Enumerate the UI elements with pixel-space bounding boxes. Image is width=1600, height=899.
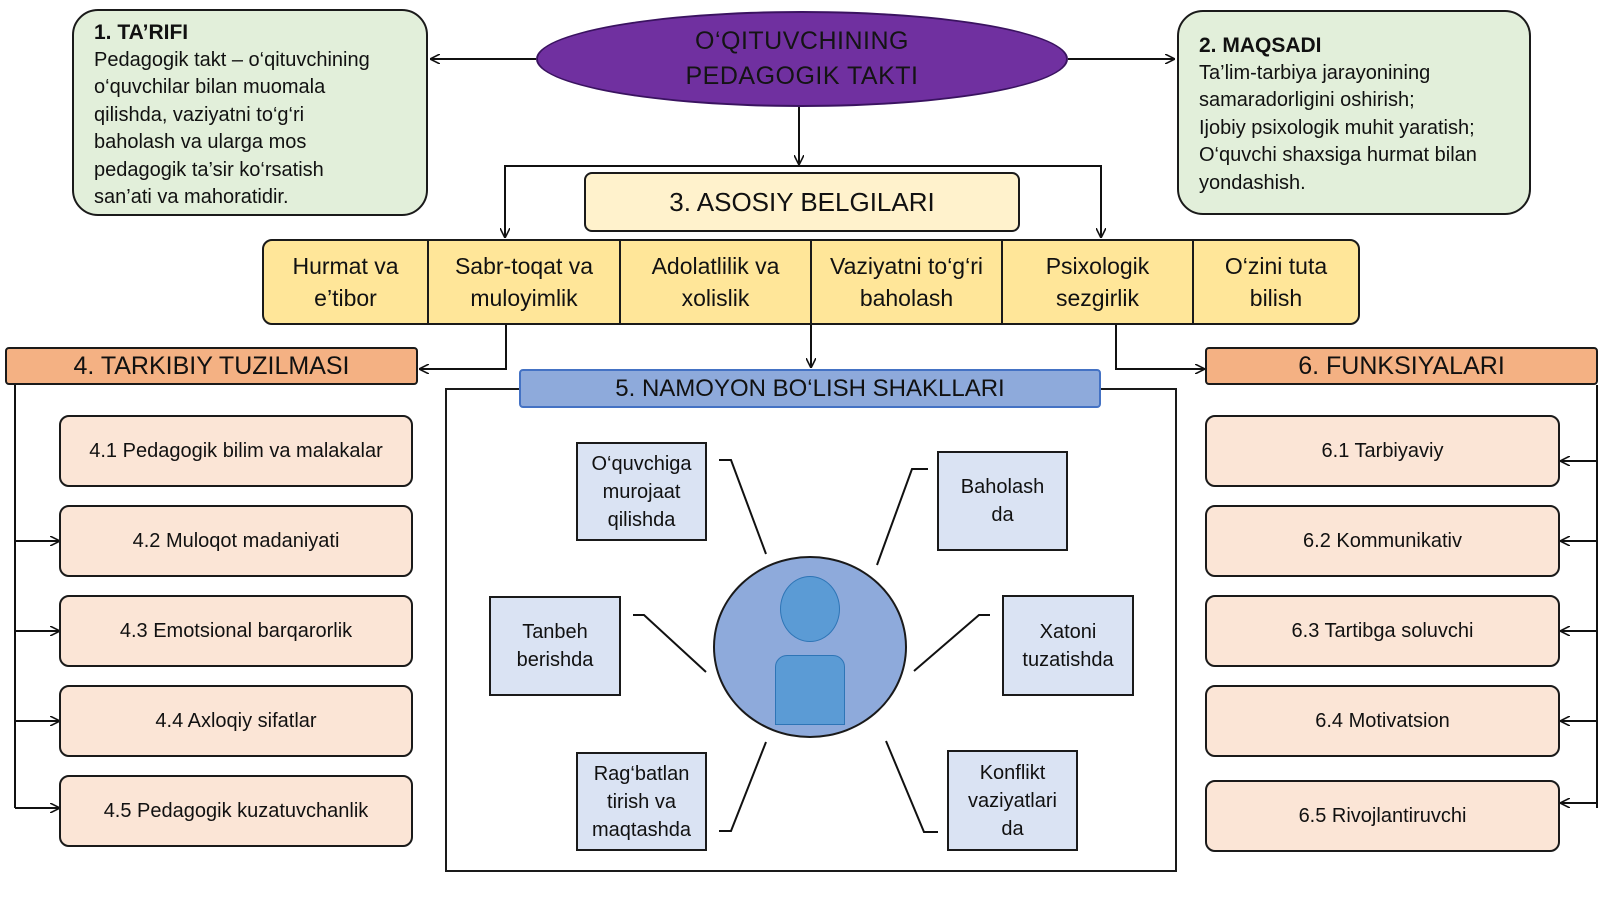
form-line: Xatoni — [1039, 620, 1097, 643]
form-line: vaziyatlari — [968, 789, 1057, 812]
funksiya-item: 6.1 Tarbiyaviy — [1205, 415, 1560, 487]
funksiyalari-heading: 6. FUNKSIYALARI — [1205, 347, 1598, 385]
title-line-1: O‘QITUVCHINING — [695, 27, 909, 55]
belgi-cell: Psixologik sezgirlik — [1003, 241, 1194, 323]
belgi-line: Sabr-toqat va — [454, 253, 594, 279]
form-baholash: Baholash da — [937, 451, 1068, 551]
belgi-cell: Vaziyatni to‘g‘ri baholash — [812, 241, 1003, 323]
funksiya-item: 6.4 Motivatsion — [1205, 685, 1560, 757]
belgi-line: sezgirlik — [1055, 285, 1140, 311]
belgi-line: Psixologik — [1045, 253, 1150, 279]
form-line: berishda — [516, 649, 594, 671]
form-line: murojaat — [602, 480, 681, 503]
avatar-head-icon — [780, 576, 840, 642]
form-line: Baholash — [960, 476, 1045, 498]
namoyon-frame-top — [445, 388, 519, 390]
belgi-cell: Sabr-toqat va muloyimlik — [429, 241, 621, 323]
form-murojaat: O‘quvchiga murojaat qilishda — [576, 442, 707, 541]
belgi-cell: Hurmat va e’tibor — [264, 241, 429, 323]
tarifi-line: o‘quvchilar bilan muomala — [94, 76, 326, 98]
maqsadi-line: Ta’lim-tarbiya jarayonining — [1199, 61, 1431, 84]
namoyon-frame-top — [1101, 388, 1177, 390]
form-line: tuzatishda — [1022, 648, 1114, 671]
tarifi-heading: 1. TA’RIFI — [94, 21, 189, 44]
tarifi-line: Pedagogik takt – o‘qituvchining — [94, 48, 370, 71]
maqsadi-line: samaradorligini oshirish; — [1199, 89, 1415, 111]
title-line-2: PEDAGOGIK TAKTI — [685, 62, 919, 90]
funksiya-item: 6.3 Tartibga soluvchi — [1205, 595, 1560, 667]
tarkibiy-heading: 4. TARKIBIY TUZILMASI — [5, 347, 418, 385]
form-tanbeh: Tanbeh berishda — [489, 596, 621, 696]
belgi-line: Hurmat va — [292, 253, 399, 279]
tarifi-line: pedagogik ta’sir ko‘rsatish — [94, 158, 324, 181]
form-line: Konflikt — [979, 761, 1046, 784]
namoyon-frame — [445, 388, 1177, 872]
belgi-line: baholash — [859, 285, 954, 311]
maqsadi-box: 2. MAQSADI Ta’lim-tarbiya jarayonining s… — [1177, 10, 1531, 215]
belgi-line: Adolatlilik va — [651, 253, 780, 279]
funksiya-item: 6.5 Rivojlantiruvchi — [1205, 780, 1560, 852]
form-line: tirish va — [607, 790, 676, 813]
avatar-body-icon — [775, 655, 845, 725]
form-line: qilishda — [607, 508, 676, 531]
tarkibiy-item: 4.4 Axloqiy sifatlar — [59, 685, 413, 757]
maqsadi-line: Ijobiy psixologik muhit yaratish; — [1199, 116, 1475, 139]
row-to-tarkibiy-arrow — [420, 325, 507, 369]
namoyon-heading: 5. NAMOYON BO‘LISH SHAKLLARI — [519, 369, 1101, 408]
tarifi-box: 1. TA’RIFI Pedagogik takt – o‘qituvchini… — [72, 9, 428, 216]
belgi-cell: O‘zini tuta bilish — [1194, 241, 1358, 323]
belgilari-row: Hurmat va e’tibor Sabr-toqat va muloyimlik… — [262, 239, 1360, 325]
form-line: Tanbeh — [522, 621, 588, 643]
form-line: da — [1001, 817, 1024, 840]
tarkibiy-item: 4.3 Emotsional barqarorlik — [59, 595, 413, 667]
maqsadi-line: yondashish. — [1199, 171, 1306, 194]
maqsadi-heading: 2. MAQSADI — [1199, 34, 1322, 57]
tarkibiy-item: 4.5 Pedagogik kuzatuvchanlik — [59, 775, 413, 847]
belgi-line: xolislik — [681, 285, 750, 311]
funksiya-item: 6.2 Kommunikativ — [1205, 505, 1560, 577]
tarifi-line: san’ati va mahoratidir. — [94, 186, 289, 208]
maqsadi-line: O‘quvchi shaxsiga hurmat bilan — [1199, 144, 1477, 166]
row-to-funksiyalari-arrow — [1115, 325, 1204, 369]
form-konflikt: Konflikt vaziyatlari da — [947, 750, 1078, 851]
belgi-line: bilish — [1249, 285, 1303, 311]
belgi-line: Vaziyatni to‘g‘ri — [830, 253, 983, 279]
tarifi-line: qilishda, vaziyatni to‘g‘ri — [94, 103, 305, 126]
tarkibiy-item: 4.2 Muloqot madaniyati — [59, 505, 413, 577]
belgi-line: muloyimlik — [470, 285, 578, 311]
belgilari-heading: 3. ASOSIY BELGILARI — [584, 172, 1020, 232]
title-ellipse: O‘QITUVCHINING PEDAGOGIK TAKTI — [536, 11, 1068, 107]
form-line: O‘quvchiga — [591, 452, 692, 475]
form-xatoni: Xatoni tuzatishda — [1002, 595, 1134, 696]
belgi-line: e’tibor — [314, 285, 377, 311]
form-line: da — [991, 504, 1014, 526]
belgi-line: O‘zini tuta — [1224, 253, 1328, 279]
form-line: Rag‘batlan — [593, 762, 690, 785]
belgi-cell: Adolatlilik va xolislik — [621, 241, 812, 323]
form-ragbatlantirish: Rag‘batlan tirish va maqtashda — [576, 752, 707, 851]
tarifi-line: baholash va ularga mos — [94, 131, 307, 153]
tarkibiy-item: 4.1 Pedagogik bilim va malakalar — [59, 415, 413, 487]
form-line: maqtashda — [592, 818, 691, 841]
